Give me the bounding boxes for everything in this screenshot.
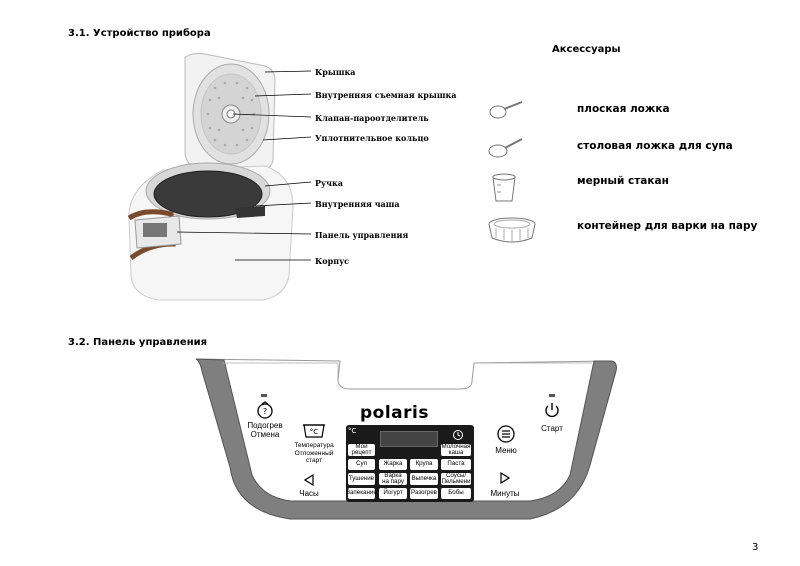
button-yogurt[interactable]: Йогурт	[379, 488, 407, 499]
button-grain[interactable]: Крупа	[410, 459, 438, 470]
warm-cancel-label: Подогрев Отмена	[247, 421, 283, 439]
accessory-measuring-cup: мерный стакан	[577, 175, 669, 187]
clock-icon	[453, 430, 463, 440]
label-control-panel: Панель управления	[315, 230, 409, 240]
power-icon[interactable]	[543, 401, 561, 419]
label-steam-valve: Клапан-пароотделитель	[315, 113, 429, 123]
label-inner-lid: Внутренняя съемная крышка	[315, 90, 457, 100]
measuring-cup-icon	[492, 173, 516, 202]
button-gratin[interactable]: Запекание	[346, 488, 377, 499]
steam-container-icon	[488, 217, 536, 243]
start-indicator	[549, 394, 555, 397]
minutes-right-arrow-icon[interactable]	[500, 472, 510, 484]
flat-spoon-icon	[489, 101, 523, 119]
page-number: 3	[752, 542, 759, 553]
section-title-device: 3.1. Устройство прибора	[68, 28, 211, 39]
temperature-delay-label: Температура Отложенный старт	[294, 442, 334, 464]
label-handle: Ручка	[315, 178, 343, 188]
brand-logo: polaris	[360, 403, 429, 423]
button-milk-porridge[interactable]: Молочная каша	[441, 442, 471, 456]
label-inner-bowl: Внутренняя чаша	[315, 199, 400, 209]
button-beans[interactable]: Бобы	[441, 488, 471, 499]
display-temp-icon: °C	[348, 427, 357, 435]
button-steam[interactable]: Варка на пару	[379, 472, 407, 485]
start-label: Старт	[541, 424, 563, 433]
button-fry[interactable]: Жарка	[379, 459, 407, 470]
warm-cancel-icon[interactable]: ?	[256, 401, 274, 419]
svg-text:°C: °C	[310, 428, 319, 436]
hours-label: Часы	[299, 489, 319, 498]
label-seal-ring: Уплотнительное кольцо	[315, 133, 429, 143]
button-my-recipe[interactable]: Мой рецепт	[348, 443, 375, 456]
menu-label: Меню	[495, 446, 517, 455]
multicooker-illustration	[127, 53, 312, 301]
accessories-title: Аксессуары	[552, 44, 621, 55]
soup-spoon-icon	[488, 138, 523, 158]
button-soup[interactable]: Суп	[348, 459, 375, 470]
section-title-panel: 3.2. Панель управления	[68, 337, 208, 348]
svg-text:?: ?	[263, 407, 267, 416]
accessory-steam-container: контейнер для варки на пару	[577, 220, 758, 232]
accessory-soup-spoon: столовая ложка для супа	[577, 140, 733, 152]
label-body: Корпус	[315, 256, 350, 266]
button-sauce-dumplings[interactable]: Соусы/ Пельмени	[441, 471, 471, 485]
button-pasta[interactable]: Паста	[441, 459, 471, 470]
menu-icon[interactable]	[496, 424, 516, 444]
warm-indicator	[261, 394, 267, 397]
button-reheat[interactable]: Разогрев	[410, 488, 438, 499]
label-lid: Крышка	[315, 67, 356, 77]
accessory-flat-spoon: плоская ложка	[577, 103, 670, 115]
temperature-pot-icon[interactable]: °C	[302, 421, 326, 439]
minutes-label: Минуты	[490, 489, 520, 498]
lcd-display	[380, 431, 438, 447]
button-stew[interactable]: Тушение	[348, 473, 375, 485]
button-bake[interactable]: Выпечка	[410, 473, 438, 485]
hours-left-arrow-icon[interactable]	[304, 474, 314, 486]
